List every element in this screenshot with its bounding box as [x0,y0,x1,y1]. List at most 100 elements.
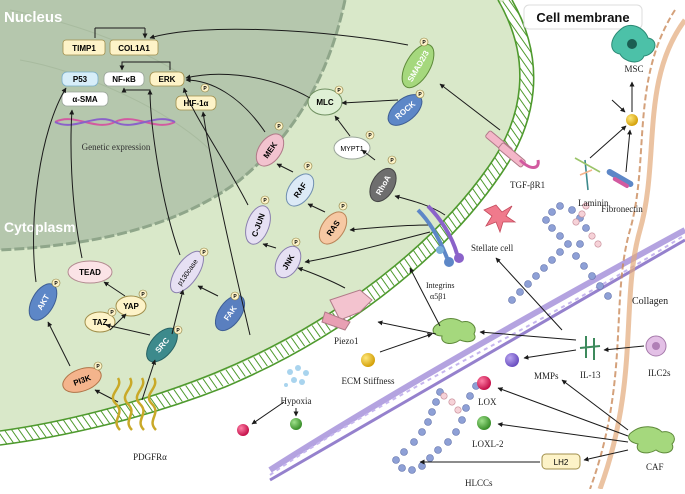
hypoxia-label: Hypoxia [281,396,312,406]
hypoxia-bubbles [284,365,309,387]
protein-cjun: C-JUN [245,205,271,245]
phospho-badge: P [274,121,284,131]
receptor-piezo1 [321,289,373,331]
svg-text:P: P [141,292,145,298]
protein-mek: MEK [255,133,285,167]
mmps-label: MMPs [534,371,559,381]
protein-raf: RAF [285,173,315,207]
phospho-badge: P [200,83,210,93]
svg-text:P: P [110,310,114,316]
gene-p53: P53 [61,71,99,87]
phospho-badge: P [173,325,183,335]
nucleus-texture [9,9,211,151]
svg-text:NF-κB: NF-κB [112,75,136,84]
phospho-badge: P [303,161,313,171]
protein-jnk: JNK [274,245,302,279]
svg-text:TAZ: TAZ [93,318,108,327]
nucleus [0,0,345,250]
svg-text:TIMP1: TIMP1 [72,44,96,53]
phospho-badge: P [365,130,375,140]
ecm-stiffness-label: ECM Stiffness [341,376,395,386]
cell-membrane-header: Cell membrane [523,4,643,30]
gene-hif1a: HIF-1α [175,95,217,111]
svg-text:TEAD: TEAD [79,268,101,277]
svg-text:P: P [341,204,345,210]
phospho-badge: P [107,307,117,317]
hypoxia-arrows [251,401,299,425]
loxl2-label: LOXL-2 [472,439,504,449]
svg-text:MLC: MLC [316,98,334,107]
svg-text:P: P [422,40,426,46]
svg-text:P: P [202,250,206,256]
phospho-badge: P [260,195,270,205]
lox-label: LOX [478,397,497,407]
svg-text:P: P [337,88,341,94]
caf-icon [628,426,675,454]
laminin-icon [574,157,601,191]
piezo1-label: Piezo1 [334,336,359,346]
hlccs-label: HLCCs [465,478,493,488]
svg-text:P: P [306,164,310,170]
protein-rock: ROCK [387,94,423,126]
protein-rhoa: RhoA [369,167,397,203]
stellate-cell-icon [483,204,517,234]
signaling-arrows [33,28,501,403]
gene-timp1: TIMP1 [62,39,106,56]
svg-text:P: P [233,294,237,300]
dna-helix-strand-b [54,118,176,126]
msc-icon [611,25,656,63]
phospho-badge: P [419,37,429,47]
phospho-badge: P [334,85,344,95]
ilc2s-label: ILC2s [648,368,671,378]
receptor-pdgfra [111,377,157,431]
hypoxia-factor-green [290,418,302,430]
pdgfra-label: PDGFRα [133,452,167,462]
stellate-cell-label: Stellate cell [471,243,514,253]
svg-text:P: P [176,328,180,334]
svg-text:P: P [390,158,394,164]
svg-text:P: P [96,364,100,370]
svg-text:P: P [263,198,267,204]
svg-text:P: P [54,281,58,287]
collagen-bead-chain-upper [508,202,612,304]
svg-text:COL1A1: COL1A1 [118,44,150,53]
collagen-fiber-right [589,9,685,490]
protein-mypt1: MYPT1 [333,136,371,160]
laminin-label: Laminin [578,198,609,208]
phospho-badge: P [230,291,240,301]
nucleus-label: Nucleus [4,9,62,26]
protein-p130cas: p130case [170,250,204,294]
cell-membrane-label: Cell membrane [536,10,629,25]
lox-factor [477,376,491,390]
collagen-pink-segments [440,202,602,414]
tgfbr1-label: TGF-βR1 [510,180,545,190]
fibronectin-label: Fibronectin [601,204,643,214]
ecm-stiffness-factor [361,353,375,367]
genetic-expression-label: Genetic expression [82,142,151,152]
membrane-outer-line [0,0,535,446]
membrane-inner-line [0,0,521,432]
svg-text:LH2: LH2 [554,458,569,467]
mmps-factor [505,353,519,367]
svg-text:ERK: ERK [159,75,176,84]
svg-text:P: P [418,92,422,98]
svg-text:P: P [368,133,372,139]
phospho-badge: P [415,89,425,99]
ilc2s-icon [645,335,667,357]
svg-text:P53: P53 [73,75,88,84]
msc-label: MSC [624,64,643,74]
fibronectin-icon [606,169,634,188]
gene-col1a1: COL1A1 [109,39,159,56]
receptor-tgfbr1 [485,130,540,169]
svg-text:P: P [203,86,207,92]
svg-text:P: P [294,240,298,246]
il13-icon [579,336,601,360]
caf-label: CAF [646,462,664,472]
phospho-badge: P [338,201,348,211]
integrins-label: Integrins [426,281,454,290]
phospho-badge: P [93,361,103,371]
ecm-stellate-cell [432,318,476,344]
cytoplasm-label: Cytoplasm [4,219,76,235]
